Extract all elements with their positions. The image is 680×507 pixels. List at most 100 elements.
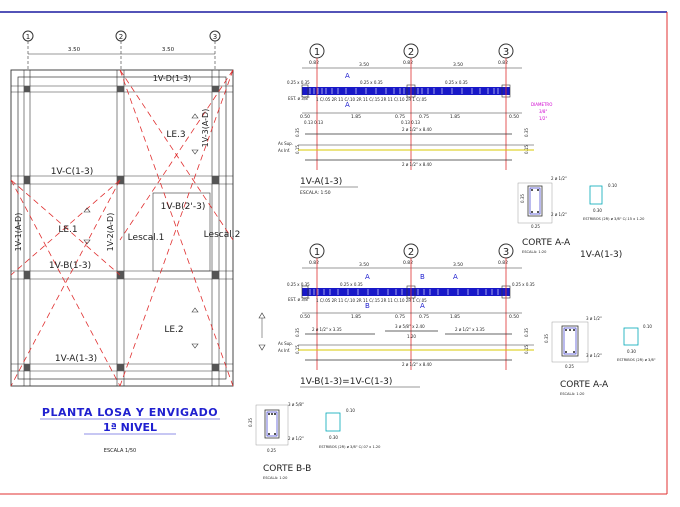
sectionA1-height: 0.35 [520,194,525,203]
beam-label-1v-3: 1V-3(A-D) [201,109,210,148]
elev1-section-label-1: 0.25 x 0.35 [360,80,383,85]
slab-label-le1: LE.1 [58,225,77,235]
elev2-top-dim-3: 0.82 [498,260,508,266]
elev1-top-dim-3: 0.82 [498,60,508,66]
sectionA2-width: 0.25 [565,364,574,369]
elev2-bottom-dim-4: 0.75 [419,314,429,320]
beam-label-1v-d: 1V-D(1-3) [153,74,191,83]
elev2-section-label-1: 0.25 x 0.35 [340,282,363,287]
elev2-axis-label-3: 3 [503,247,509,258]
elev1-height-slab: 0.15 [295,145,300,154]
elev1-section-label-2: 0.25 x 0.35 [445,80,468,85]
beam-label-1v-a: 1V-A(1-3) [55,354,97,364]
elevation-1v-a: 1 2 3 0.82 0.82 0.82 3.50 3.50 A 0.25 x … [278,43,552,196]
elev1-stirrup-ticks [309,88,499,94]
beam-label-1v-2: 1V-2(A-D) [106,213,115,252]
elev1-bottom-dim-4: 0.75 [419,114,429,120]
sectionA1-stirrup-detail [589,185,603,205]
elev2-mark-b-bottom: A [420,302,425,310]
elev1-diameter-note-b: 1/2" [539,116,547,121]
elev1-col-dims-2: 0.13 0.13 [401,120,421,125]
elev2-bottom-dim-5: 1.85 [450,314,460,320]
elev2-top-bar-left-label: 2 ø 1/2" x 3.35 [312,327,342,332]
elev2-axis-label-2: 2 [408,247,414,258]
elev2-top-bar-mid-label: 3 ø 5/8" x 2.40 [395,324,425,329]
elev2-mark-a-left: A [365,273,370,281]
plan-span-1-label: 3.50 [68,47,81,53]
slab-direction-markers [83,113,199,349]
elev1-bottom-dim-2: 1.85 [351,114,361,120]
sectionA1-beam-ref: 1V-A(1-3) [580,250,622,260]
elev1-bottom-dim-3: 0.75 [395,114,405,120]
beam-label-1v-b: 1V-B(1-3) [49,261,91,271]
elev2-axis-label-1: 1 [314,247,320,258]
plan-title-line1: PLANTA LOSA Y ENVIGADO [42,406,218,419]
slab-label-le2: LE.2 [164,325,183,335]
beam-label-1v-b-stair: 1V-B(2'-3) [161,202,206,212]
elev1-top-bar-label: 2 ø 1/2" x 8.40 [402,127,432,132]
sectionA2-top-bars: 3 ø 1/2" [586,316,602,321]
elev2-bottom-dim-2: 1.85 [351,314,361,320]
elev1-col-dims-1: 0.13 0.13 [304,120,324,125]
elev1-axis-label-3: 3 [503,47,509,58]
elev1-diameter-note-a: 3/8" [539,109,547,114]
elev1-section-mark-top: A [345,72,350,80]
plan-title-line2: 1ª NIVEL [103,421,157,434]
sectionB-width: 0.25 [267,448,276,453]
sectionB-stirrup-hook: 0.10 [346,408,355,413]
elev1-height-beam: 0.35 [295,128,300,137]
elev2-span-1: 3.50 [359,262,369,268]
elev2-span-2: 3.50 [453,262,463,268]
elev2-mid-bar-dim: 1.20 [407,334,416,339]
elev1-diameter-note-title: DIAMETRO [531,102,552,107]
sectionA1-title: CORTE A-A [522,238,571,248]
plan-axis-label-1: 1 [26,33,30,41]
elev1-top-dim-1: 0.82 [309,60,319,66]
elev2-stirrup-note: EST. ø 3/8" [288,297,310,302]
elev1-bottom-dim-6: 0.50 [509,114,519,120]
section-a-a-2: 3 ø 1/2" 3 ø 1/2" 0.35 0.25 0.10 0.30 ES… [544,316,656,396]
section-a-a-1: 2 ø 1/2" 2 ø 1/2" 0.35 0.25 0.10 0.30 ES… [517,176,645,260]
elev2-stirrup-distribution: 1 C/.05 2R 11 C/.10 2R 11 C/.15 2R 11 C/… [316,298,427,303]
elev2-height-beam-right: 0.35 [524,328,529,337]
elev1-level-inf: As Inf. [278,148,290,153]
elev1-axis-label-1: 1 [314,47,320,58]
elev1-stirrup-distribution: 1 C/.05 2R 11 C/.10 2R 11 C/.15 2R 11 C/… [316,97,427,102]
elev2-level-sup: As Sup. [278,341,293,346]
sectionA1-top-bars: 2 ø 1/2" [551,176,567,181]
elev1-top-dim-2: 0.82 [403,60,413,66]
sectionA2-stirrup-detail [623,327,639,346]
elev1-stirrup-note: EST. ø 3/8" [288,96,310,101]
elev2-bottom-dim-1: 0.50 [300,314,310,320]
elev2-title: 1V-B(1-3)=1V-C(1-3) [300,377,392,387]
stair-label-2: Lescal.2 [204,230,241,240]
elev1-title: 1V-A(1-3) [300,177,342,187]
elev1-bottom-dim-1: 0.50 [300,114,310,120]
elev1-span-2: 3.50 [453,62,463,68]
elev2-height-beam: 0.35 [295,328,300,337]
elev2-mark-b-top: B [420,273,425,281]
elev2-level-inf: As Inf. [278,348,290,353]
sectionB-bottom-bars: 2 ø 1/2" [288,436,304,441]
sectionA1-outline [527,185,543,217]
elev2-bottom-dim-6: 0.50 [509,314,519,320]
elev2-top-bar-right-label: 2 ø 1/2" x 3.35 [455,327,485,332]
sectionA2-bottom-bars: 3 ø 1/2" [586,353,602,358]
elev1-level-sup: As Sup. [278,141,293,146]
sectionA1-bottom-bars: 2 ø 1/2" [551,212,567,217]
elev2-section-label-2: 0.25 x 0.35 [512,282,535,287]
elev1-span-1: 3.50 [359,62,369,68]
plan-scale: ESCALA 1/50 [104,448,136,454]
sectionB-height: 0.35 [248,418,253,427]
sectionB-top-bars: 3 ø 5/8" [288,402,304,407]
plan-span-2-label: 3.50 [162,47,175,53]
elev2-top-dim-1: 0.82 [309,260,319,266]
section-b-b: 3 ø 5/8" 2 ø 1/2" 0.35 0.25 0.10 0.30 ES… [248,402,381,480]
plan-axis-label-3: 3 [213,33,217,41]
sectionB-scale: ESCALA: 1:20 [263,476,288,480]
elev1-section-mark-bottom: A [345,101,350,109]
slab-diagonal-lines [10,69,234,387]
elev1-axis-label-2: 2 [408,47,414,58]
elev1-height-slab-right: 0.15 [524,145,529,154]
